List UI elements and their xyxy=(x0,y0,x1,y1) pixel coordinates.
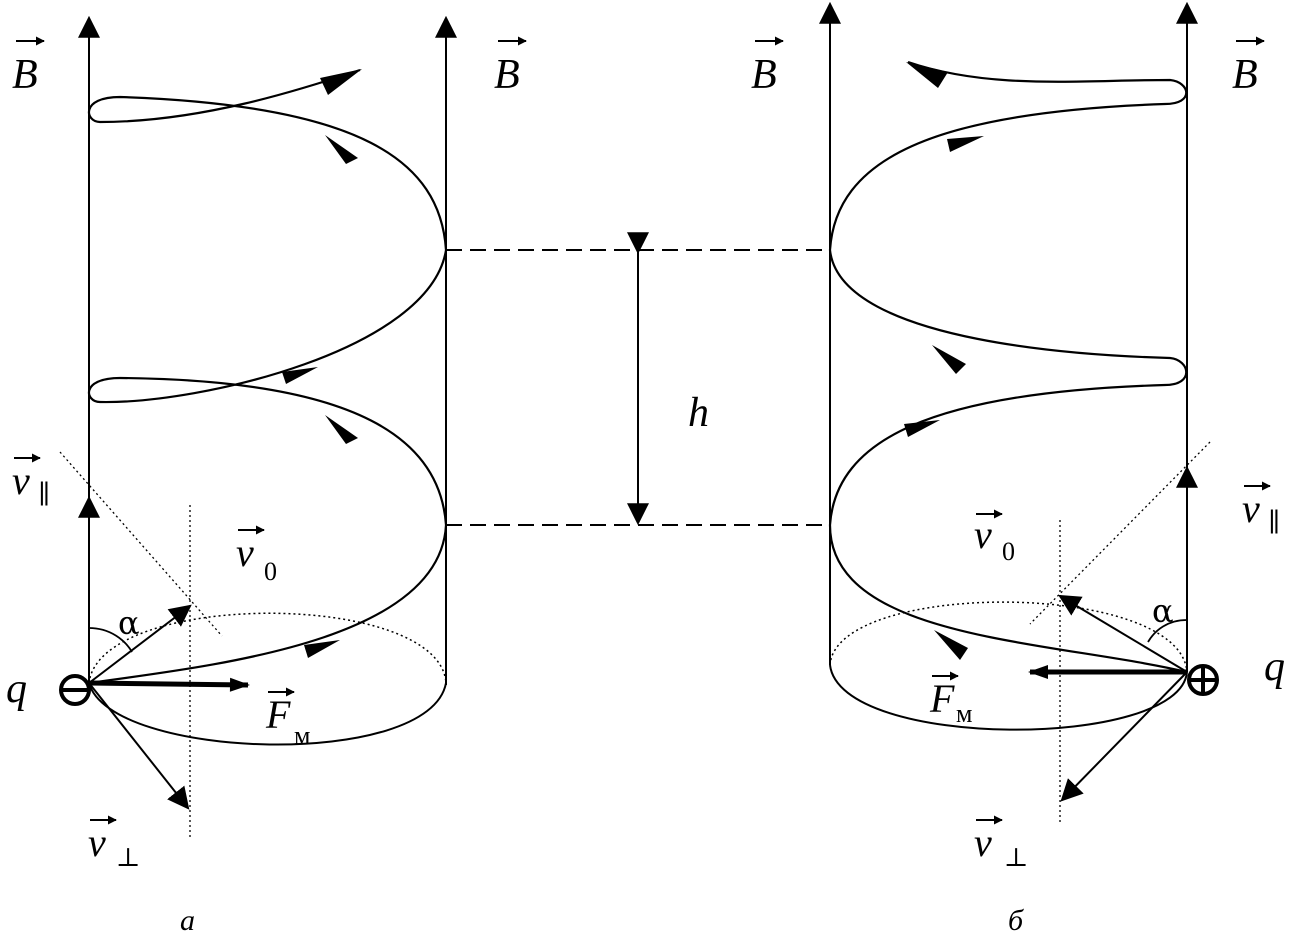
left-field-label-right: B xyxy=(494,36,527,98)
right-v-parallel-label: v ∥ xyxy=(1242,481,1280,537)
right-v-perp-label: v ⊥ xyxy=(974,815,1028,872)
left-trajectory-arrow-4 xyxy=(325,135,358,164)
left-base-ellipse-front xyxy=(88,682,447,746)
left-negative-charge-icon xyxy=(59,674,91,706)
right-trajectory-arrow-2 xyxy=(904,420,940,437)
svg-text:v: v xyxy=(236,530,254,575)
left-force-label: F м xyxy=(265,687,310,750)
svg-text:v: v xyxy=(88,820,106,865)
left-panel: B B v ∥ v 0 v ⊥ F м q α а xyxy=(6,15,527,937)
svg-text:⊥: ⊥ xyxy=(1004,843,1028,872)
left-trajectory-arrow-1 xyxy=(304,640,340,658)
right-v0-arrow xyxy=(1058,594,1188,673)
svg-text:0: 0 xyxy=(264,557,277,586)
svg-text:v: v xyxy=(1242,486,1260,531)
right-panel: B B v ∥ v 0 v ⊥ F м q α б xyxy=(751,1,1285,937)
right-angle-arc xyxy=(1147,619,1188,643)
right-v0-label: v 0 xyxy=(974,509,1015,566)
right-field-label-right: B xyxy=(1232,36,1265,98)
left-v0-arrow xyxy=(88,604,192,684)
left-charge-label: q xyxy=(6,666,27,712)
right-trajectory-arrow-1 xyxy=(934,630,968,660)
svg-text:F: F xyxy=(929,676,955,721)
left-trajectory-arrow-2 xyxy=(325,415,358,444)
right-positive-charge-icon xyxy=(1187,664,1219,696)
right-v0-dotted-diagonal xyxy=(1029,441,1211,625)
left-base-ellipse-back xyxy=(88,612,447,684)
left-trajectory-arrow-3 xyxy=(282,367,318,384)
left-v-perp-arrow xyxy=(88,682,190,810)
svg-text:B: B xyxy=(1232,52,1258,98)
svg-text:v: v xyxy=(974,512,992,557)
right-helix-trajectory xyxy=(828,60,1188,674)
svg-text:F: F xyxy=(265,692,291,737)
left-v0-label: v 0 xyxy=(236,525,277,586)
right-charge-label: q xyxy=(1264,644,1285,690)
left-caption: а xyxy=(180,904,195,937)
right-base-ellipse-back xyxy=(829,601,1188,673)
right-field-label-left: B xyxy=(751,36,784,98)
svg-text:м: м xyxy=(294,721,310,750)
left-v-perp-label: v ⊥ xyxy=(88,815,140,872)
right-v-perp-arrow xyxy=(1060,671,1188,802)
right-base-ellipse-front xyxy=(829,664,1188,731)
left-helix-trajectory xyxy=(87,68,448,685)
svg-text:∥: ∥ xyxy=(1268,508,1280,537)
right-trajectory-arrow-4 xyxy=(947,136,984,152)
left-angle-label: α xyxy=(118,604,140,642)
right-trajectory-arrow-5 xyxy=(906,62,948,88)
svg-text:B: B xyxy=(12,52,38,98)
svg-text:0: 0 xyxy=(1002,537,1015,566)
svg-text:v: v xyxy=(974,820,992,865)
left-v-parallel-label: v ∥ xyxy=(12,453,50,509)
svg-text:B: B xyxy=(494,52,520,98)
right-caption: б xyxy=(1008,904,1024,937)
pitch-label: h xyxy=(688,390,709,436)
left-v0-dotted-diagonal xyxy=(59,451,223,637)
left-field-label-left: B xyxy=(12,36,45,98)
right-force-label: F м xyxy=(929,671,972,728)
left-force-arrow xyxy=(88,677,250,692)
svg-text:⊥: ⊥ xyxy=(116,843,140,872)
right-angle-label: α xyxy=(1152,592,1174,630)
pitch-indicator: h xyxy=(446,232,830,526)
right-trajectory-arrow-3 xyxy=(932,345,966,374)
left-angle-arc xyxy=(88,627,133,653)
svg-text:v: v xyxy=(12,458,30,503)
svg-text:∥: ∥ xyxy=(38,480,50,509)
left-trajectory-arrow-5 xyxy=(320,69,362,95)
svg-text:м: м xyxy=(956,699,972,728)
svg-text:B: B xyxy=(751,52,777,98)
